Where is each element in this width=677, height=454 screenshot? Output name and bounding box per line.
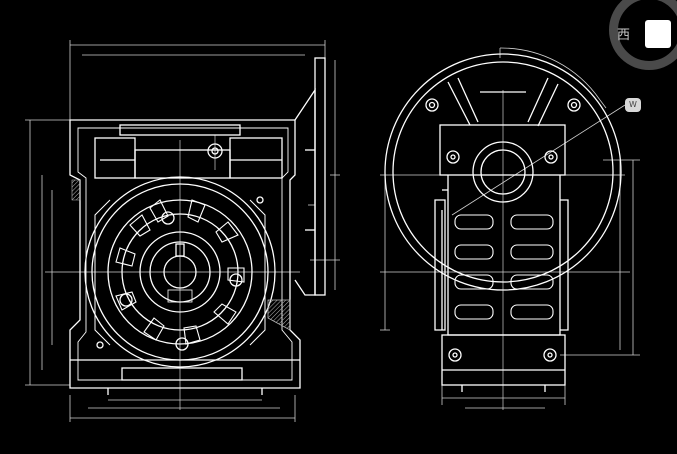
viewcube-icon[interactable] (645, 20, 671, 48)
front-view-centerlines (45, 135, 300, 410)
front-view (25, 40, 340, 422)
side-view-centerlines (380, 90, 630, 410)
side-view (380, 47, 640, 410)
front-view-dimensions (25, 40, 340, 422)
gear-spokes (115, 199, 245, 345)
compass-direction-label[interactable]: 西 (617, 28, 631, 43)
navigation-widget[interactable]: 西 W (609, 0, 677, 120)
wcs-badge-icon[interactable]: W (625, 98, 641, 112)
viewcube-compass-ring[interactable] (609, 0, 677, 70)
side-view-dimensions (380, 47, 640, 409)
housing-ribs (454, 214, 554, 320)
